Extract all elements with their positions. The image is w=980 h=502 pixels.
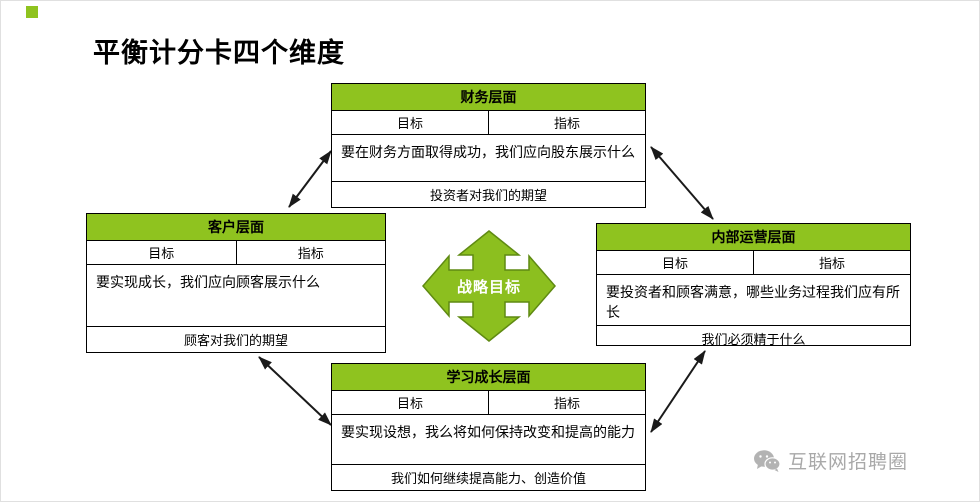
learning-col-goal: 目标 <box>396 396 423 411</box>
finance-footer-text: 投资者对我们的期望 <box>332 181 645 207</box>
learning-header: 学习成长层面 <box>332 364 645 391</box>
customer-footer-text: 顾客对我们的期望 <box>87 326 385 352</box>
corner-accent-square <box>26 6 38 18</box>
internal-header: 内部运营层面 <box>597 224 910 251</box>
customer-header: 客户层面 <box>87 214 385 241</box>
internal-body-text: 要投资者和顾客满意，哪些业务过程我们应有所长 <box>606 284 900 321</box>
finance-col-metric: 指标 <box>488 111 645 134</box>
customer-col-goal: 目标 <box>148 246 175 261</box>
arrow-customer-learning <box>258 356 332 426</box>
watermark-label: 互联网招聘圈 <box>788 452 909 473</box>
perspective-box-customer: 客户层面 目标 指标 要实现成长，我们应向顾客展示什么 顾客对我们的期望 <box>86 213 386 353</box>
arrow-internal-learning <box>650 350 706 433</box>
strategic-goal-label: 战略目标 <box>456 278 521 296</box>
learning-col-metric: 指标 <box>488 391 645 414</box>
finance-body-text: 要在财务方面取得成功，我们应向股东展示什么 <box>341 144 635 160</box>
arrow-finance-customer <box>288 150 332 208</box>
perspective-box-internal: 内部运营层面 目标 指标 要投资者和顾客满意，哪些业务过程我们应有所长 我们必须… <box>596 223 911 347</box>
learning-footer-text: 我们如何继续提高能力、创造价值 <box>332 464 645 490</box>
four-way-arrow-icon <box>422 230 556 342</box>
customer-col-metric: 指标 <box>235 241 386 264</box>
internal-footer-text: 我们必须精于什么 <box>597 324 910 351</box>
customer-columns: 目标 指标 <box>87 241 385 265</box>
wechat-icon <box>754 449 781 472</box>
arrow-finance-internal <box>650 146 714 220</box>
perspective-box-learning: 学习成长层面 目标 指标 要实现设想，我么将如何保持改变和提高的能力 我们如何继… <box>331 363 646 491</box>
watermark: 互联网招聘圈 <box>753 447 908 474</box>
internal-columns: 目标 指标 <box>597 251 910 275</box>
internal-col-metric: 指标 <box>753 251 910 274</box>
learning-body-text: 要实现设想，我么将如何保持改变和提高的能力 <box>341 424 635 440</box>
finance-columns: 目标 指标 <box>332 111 645 135</box>
finance-header: 财务层面 <box>332 84 645 111</box>
page-title: 平衡计分卡四个维度 <box>93 38 345 69</box>
perspective-box-finance: 财务层面 目标 指标 要在财务方面取得成功，我们应向股东展示什么 投资者对我们的… <box>331 83 646 208</box>
learning-columns: 目标 指标 <box>332 391 645 415</box>
internal-col-goal: 目标 <box>661 256 688 271</box>
finance-col-goal: 目标 <box>396 116 423 131</box>
strategic-goal-cross: 战略目标 <box>421 229 557 343</box>
customer-body-text: 要实现成长，我们应向顾客展示什么 <box>96 274 320 290</box>
